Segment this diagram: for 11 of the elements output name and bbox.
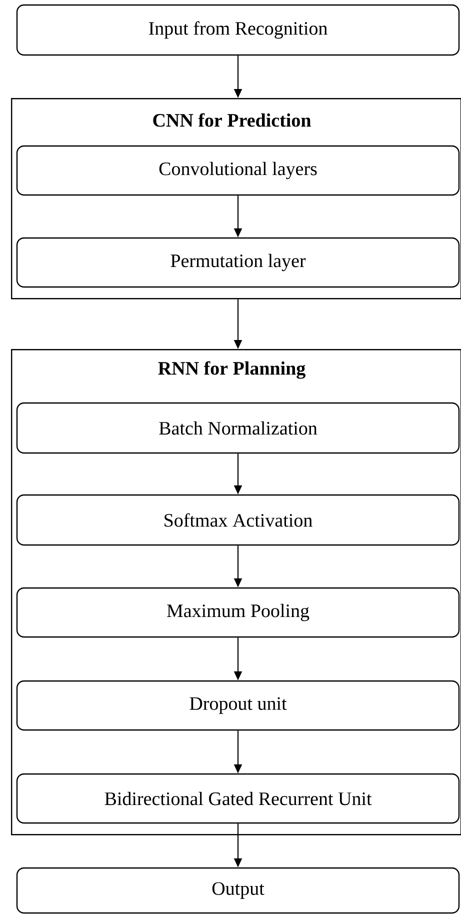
- process-box: Output: [16, 867, 460, 914]
- process-box: Batch Normalization: [16, 402, 460, 454]
- process-box: Bidirectional Gated Recurrent Unit: [16, 773, 460, 824]
- process-box: Dropout unit: [16, 680, 460, 731]
- process-box: Convolutional layers: [16, 145, 460, 196]
- group-title: RNN for Planning: [158, 361, 306, 379]
- process-box: Permutation layer: [16, 237, 460, 288]
- process-box: Input from Recognition: [16, 4, 460, 56]
- group-title: CNN for Prediction: [153, 113, 311, 127]
- process-box: Maximum Pooling: [16, 587, 460, 638]
- process-box: Softmax Activation: [16, 494, 460, 546]
